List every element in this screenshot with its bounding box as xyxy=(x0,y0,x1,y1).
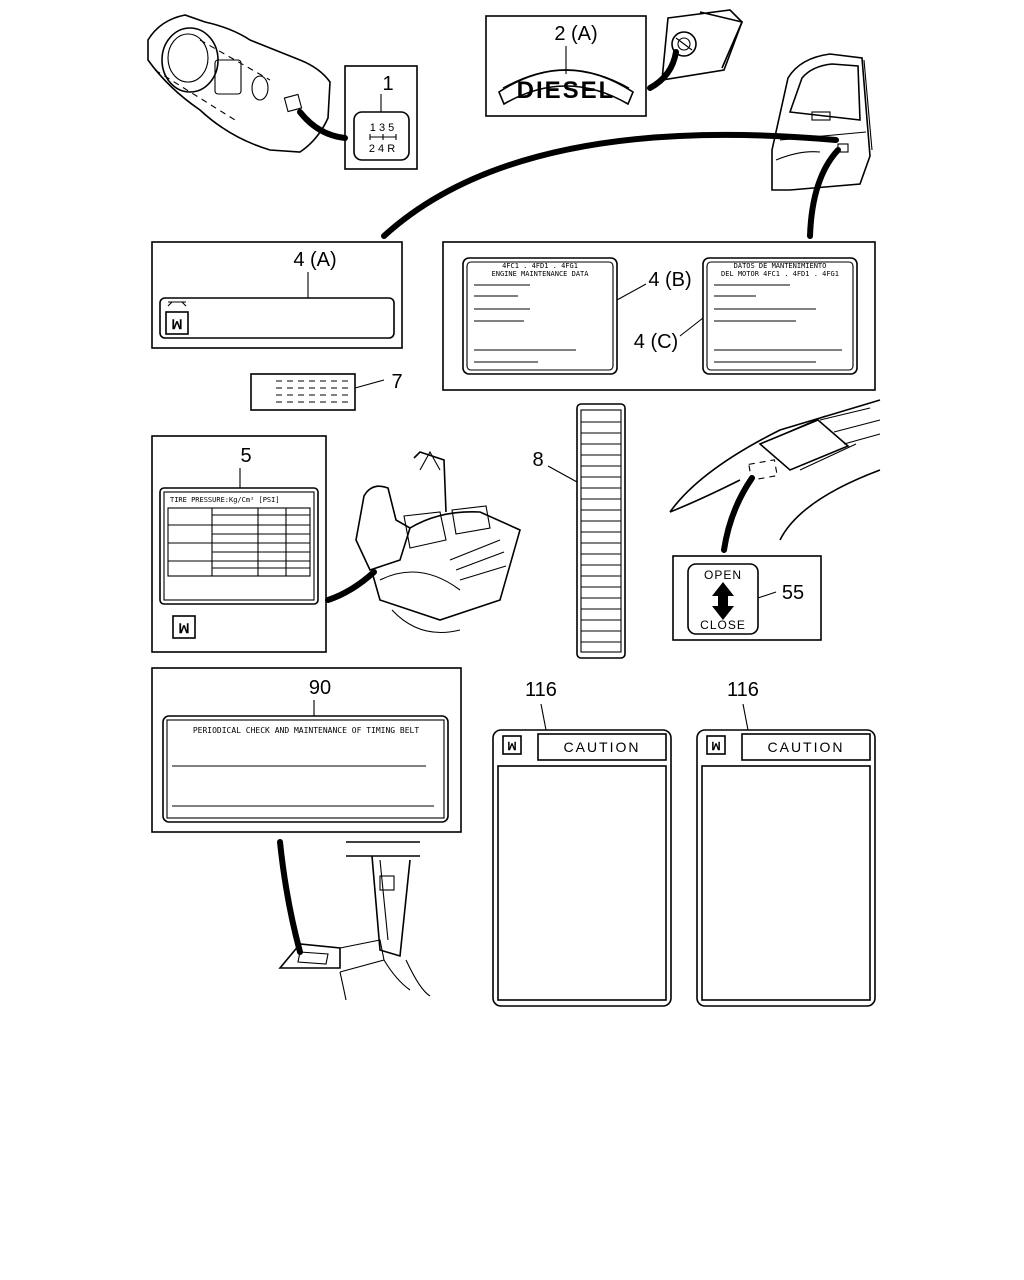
callout-2a: 2 (A) xyxy=(554,23,597,45)
callout-4c: 4 (C) xyxy=(634,331,678,353)
callout-116-left: 116 xyxy=(525,679,557,701)
callout-8: 8 xyxy=(532,449,543,471)
caution-left-text: CAUTION xyxy=(564,739,641,755)
callout-4a: 4 (A) xyxy=(293,249,336,271)
label-4a: 4 (A) ꟽ xyxy=(151,241,403,349)
svg-text:ꟽ: ꟽ xyxy=(507,741,517,753)
isuzu-logo-icon-2 xyxy=(172,615,196,639)
leader-door-to-4a xyxy=(381,131,839,239)
callout-90: 90 xyxy=(309,677,331,699)
caution-right-text: CAUTION xyxy=(768,739,845,755)
callout-1: 1 xyxy=(382,73,393,95)
double-arrow-icon xyxy=(712,582,734,620)
roof-illustration xyxy=(669,399,881,553)
label-8: 8 xyxy=(532,403,626,659)
seat-interior-illustration xyxy=(355,450,521,634)
engine-data-line1: 4FC1 . 4FD1 . 4FG1 xyxy=(502,262,578,270)
label-5: 5 TIRE PRESSURE:Kg/Cm² [PSI] ꟽ xyxy=(151,435,377,653)
shift-pattern-label: 1 1 3 5 2 4 R xyxy=(344,65,418,170)
datos-line1: DATOS DE MANTENIMIENTO xyxy=(734,262,827,270)
label-7: 7 xyxy=(250,371,403,411)
shift-pattern-bottom: 2 4 R xyxy=(369,143,395,155)
svg-text:ꟽ: ꟽ xyxy=(178,621,189,636)
open-close-label: OPEN CLOSE 55 xyxy=(672,555,822,641)
engine-data-line2: ENGINE MAINTENANCE DATA xyxy=(492,270,590,278)
svg-text:ꟽ: ꟽ xyxy=(711,741,721,753)
fuel-filler-illustration xyxy=(661,9,744,81)
callout-55: 55 xyxy=(782,582,804,604)
pillar-illustration xyxy=(278,841,431,1001)
instrument-panel-illustration xyxy=(147,14,348,153)
diesel-label: 2 (A) DIESEL xyxy=(485,15,679,117)
shift-pattern-top: 1 3 5 xyxy=(370,122,394,134)
caution-label-left: 116 ꟽ CAUTION xyxy=(492,679,672,1007)
close-text: CLOSE xyxy=(700,618,746,632)
svg-text:ꟽ: ꟽ xyxy=(171,317,182,332)
callout-116-right: 116 xyxy=(727,679,759,701)
isuzu-logo-icon xyxy=(165,311,189,335)
tire-pressure-text: TIRE PRESSURE:Kg/Cm² [PSI] xyxy=(170,496,280,504)
open-text: OPEN xyxy=(704,568,742,582)
datos-line2: DEL MOTOR 4FC1 . 4FD1 . 4FG1 xyxy=(721,270,839,278)
label-90: 90 PERIODICAL CHECK AND MAINTENANCE OF T… xyxy=(151,667,462,955)
callout-7: 7 xyxy=(391,371,402,393)
callout-5: 5 xyxy=(240,445,251,467)
caution-label-right: 116 ꟽ CAUTION xyxy=(696,679,876,1007)
label-4b-4c: 4FC1 . 4FD1 . 4FG1 ENGINE MAINTENANCE DA… xyxy=(442,241,876,391)
diesel-text: DIESEL xyxy=(517,77,616,104)
isuzu-logo-icon-3 xyxy=(502,735,522,755)
timing-belt-text: PERIODICAL CHECK AND MAINTENANCE OF TIMI… xyxy=(193,726,420,735)
isuzu-logo-icon-4 xyxy=(706,735,726,755)
callout-4b: 4 (B) xyxy=(648,269,691,291)
leader-door-to-4b xyxy=(807,147,841,239)
